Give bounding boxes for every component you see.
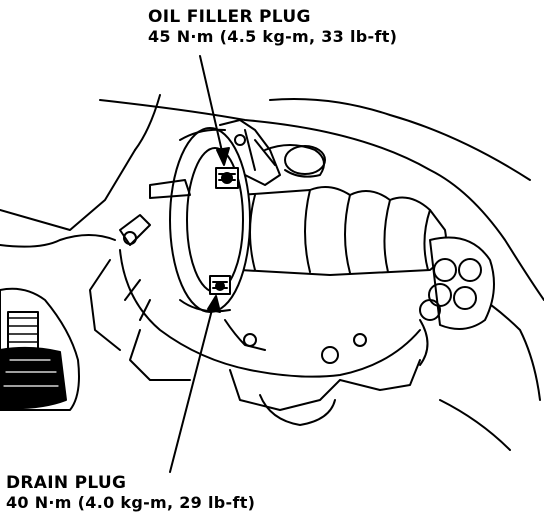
axle-boot bbox=[233, 185, 447, 276]
transmission-case bbox=[89, 249, 421, 426]
drain-plug-title: DRAIN PLUG bbox=[6, 473, 127, 493]
oil-filler-plug bbox=[215, 167, 239, 189]
oil-filler-leader-arrow bbox=[199, 55, 230, 166]
shift-linkage bbox=[119, 119, 326, 246]
oil-filler-plug-title: OIL FILLER PLUG bbox=[148, 7, 311, 27]
drain-leader-arrow bbox=[169, 295, 221, 473]
drain-plug bbox=[209, 275, 231, 295]
differential-end bbox=[419, 236, 495, 366]
oil-level-cutaway bbox=[0, 287, 80, 411]
drain-plug-torque: 40 N·m (4.0 kg-m, 29 lb-ft) bbox=[6, 492, 256, 512]
oil-filler-plug-torque: 45 N·m (4.5 kg-m, 33 lb-ft) bbox=[148, 26, 398, 46]
drain-plug-label: DRAIN PLUG 40 N·m (4.0 kg-m, 29 lb-ft) bbox=[6, 473, 256, 512]
oil-filler-plug-label: OIL FILLER PLUG 45 N·m (4.5 kg-m, 33 lb-… bbox=[148, 7, 398, 46]
